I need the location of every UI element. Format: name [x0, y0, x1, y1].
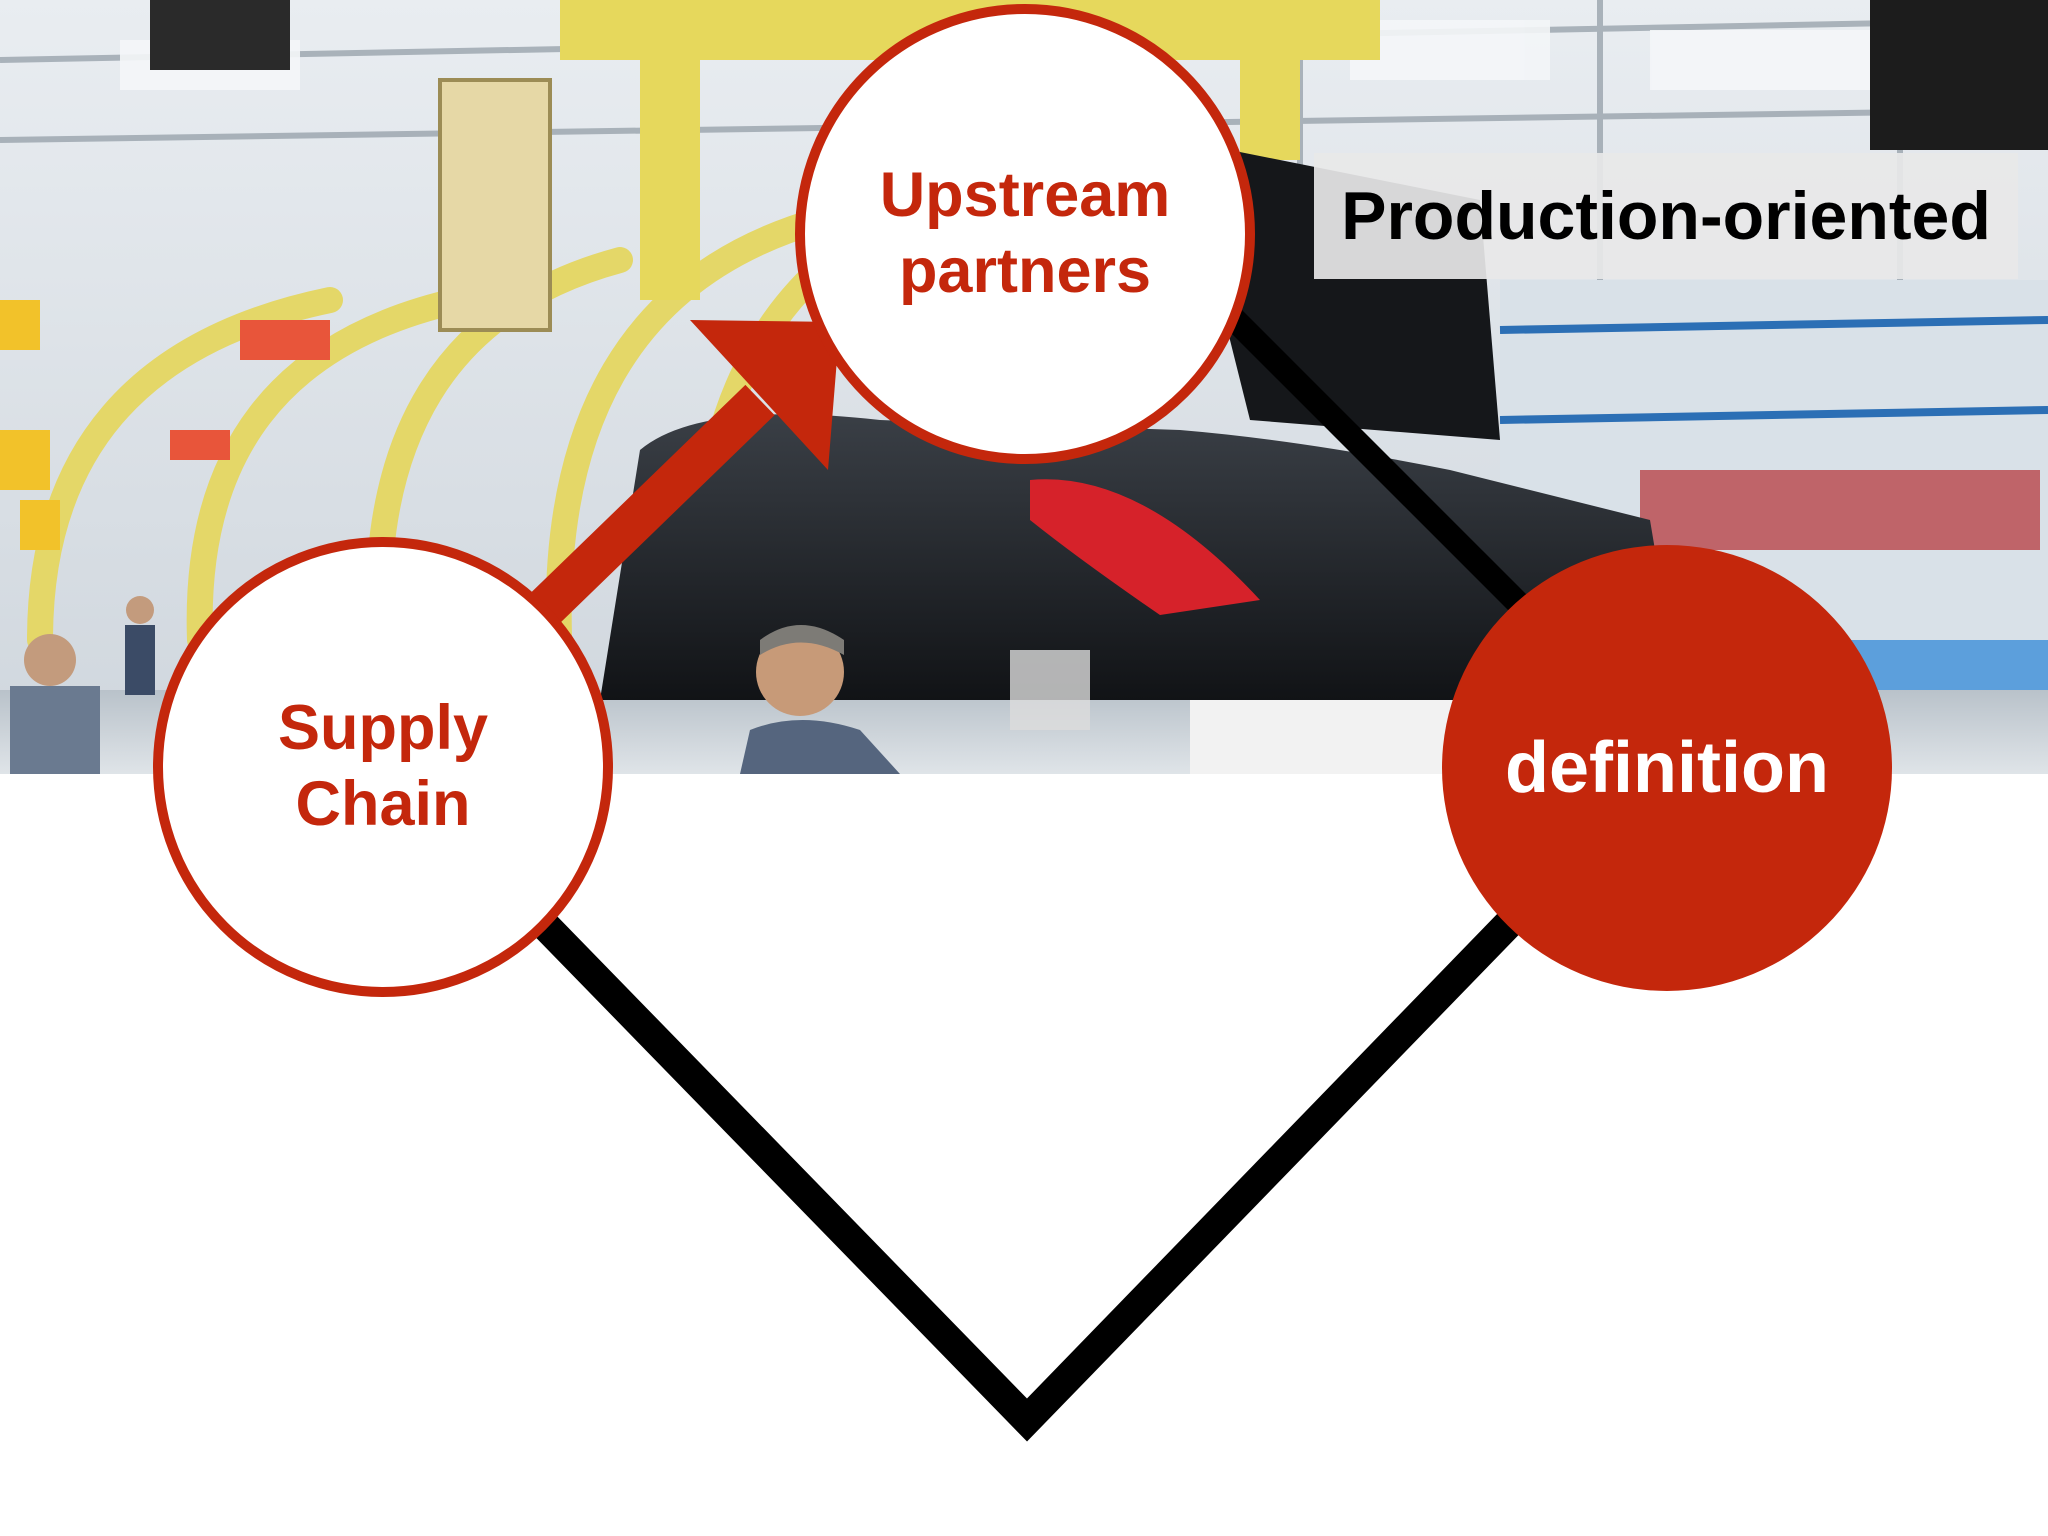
definition-node: definition — [1442, 545, 1892, 991]
connector-line-upper — [1216, 301, 1529, 614]
production-oriented-text: Production-oriented — [1341, 178, 1991, 254]
upstream-partners-node: Upstream partners — [795, 4, 1255, 464]
supply-chain-label: Supply Chain — [277, 693, 488, 839]
production-oriented-label: Production-oriented — [1314, 153, 2018, 279]
upstream-partners-label: Upstream partners — [879, 160, 1171, 306]
arrow-head — [690, 320, 840, 470]
connector-line — [521, 901, 1531, 1442]
definition-label: definition — [1505, 727, 1829, 808]
supply-chain-node: Supply Chain — [153, 537, 613, 997]
arrow-shaft — [520, 384, 775, 634]
